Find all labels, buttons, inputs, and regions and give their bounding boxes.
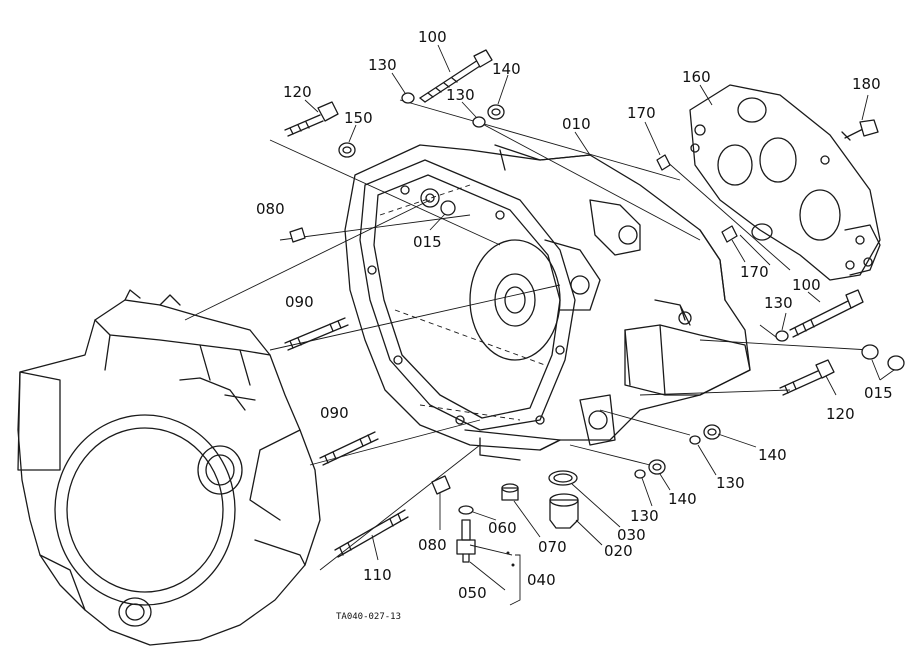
plug-070 xyxy=(501,483,519,501)
label-040: 040 xyxy=(527,571,556,589)
plug-020 xyxy=(549,493,579,529)
leader-lines xyxy=(184,99,871,571)
drawing-code: TA040-027-13 xyxy=(336,612,401,622)
label-180: 180 xyxy=(852,75,881,93)
label-120-top: 120 xyxy=(283,83,312,101)
label-060: 060 xyxy=(488,519,517,537)
bolt-120-right xyxy=(779,359,835,396)
ring-015-right-b xyxy=(887,355,905,371)
callout-leaders xyxy=(304,44,895,561)
label-130-right: 130 xyxy=(764,294,793,312)
bolt-100-right xyxy=(789,289,864,338)
transmission-case xyxy=(344,144,751,461)
stud-090-bottom xyxy=(319,431,379,466)
ring-015-right-a xyxy=(861,344,879,360)
part-labels: 100 130 140 130 120 150 010 170 160 180 … xyxy=(256,28,893,622)
label-080-bottom: 080 xyxy=(418,536,447,554)
fitting-050 xyxy=(456,519,476,563)
label-140-lower-b: 140 xyxy=(668,490,697,508)
pin-170-mid xyxy=(721,225,738,243)
label-090-top: 090 xyxy=(285,293,314,311)
label-030: 030 xyxy=(617,526,646,544)
washer-130-mid xyxy=(472,116,486,128)
bolt-180 xyxy=(841,119,879,141)
bolt-100-top xyxy=(419,49,493,103)
label-070: 070 xyxy=(538,538,567,556)
seal-030 xyxy=(548,470,578,486)
nut-140-top xyxy=(487,104,505,120)
label-150: 150 xyxy=(344,109,373,127)
label-140-top: 140 xyxy=(492,60,521,78)
stud-110 xyxy=(334,509,409,558)
cover-plate xyxy=(689,84,881,281)
label-170-mid: 170 xyxy=(740,263,769,281)
stud-090-top xyxy=(284,317,349,351)
label-050: 050 xyxy=(458,584,487,602)
dowel-080-top xyxy=(289,227,306,243)
engine-housing xyxy=(17,289,321,646)
pin-170-top xyxy=(656,154,671,171)
nut-140-lower-b xyxy=(648,459,666,475)
label-100-top: 100 xyxy=(418,28,447,46)
label-020: 020 xyxy=(604,542,633,560)
label-080-top: 080 xyxy=(256,200,285,218)
label-160: 160 xyxy=(682,68,711,86)
washer-060 xyxy=(458,505,474,515)
dowel-080-bottom xyxy=(431,475,451,495)
label-090-bottom: 090 xyxy=(320,404,349,422)
label-140-lower-a: 140 xyxy=(758,446,787,464)
washer-130-right xyxy=(775,330,789,342)
label-120-right: 120 xyxy=(826,405,855,423)
ring-015-top xyxy=(440,200,456,216)
label-100-right: 100 xyxy=(792,276,821,294)
washer-130-lower-b xyxy=(634,469,646,479)
label-110: 110 xyxy=(363,566,392,584)
nut-140-lower-a xyxy=(703,424,721,440)
label-015-top: 015 xyxy=(413,233,442,251)
label-130-lower-a: 130 xyxy=(716,474,745,492)
hardware xyxy=(284,49,905,606)
label-130-lower-b: 130 xyxy=(630,507,659,525)
spacer-150 xyxy=(338,142,356,158)
bolt-120-top xyxy=(284,101,339,137)
label-130-top: 130 xyxy=(368,56,397,74)
washer-130-lower-a xyxy=(689,435,701,445)
label-010: 010 xyxy=(562,115,591,133)
bracket-040 xyxy=(509,554,521,606)
label-170-top: 170 xyxy=(627,104,656,122)
label-130-mid: 130 xyxy=(446,86,475,104)
label-015-right: 015 xyxy=(864,384,893,402)
washer-130-top xyxy=(401,92,415,104)
